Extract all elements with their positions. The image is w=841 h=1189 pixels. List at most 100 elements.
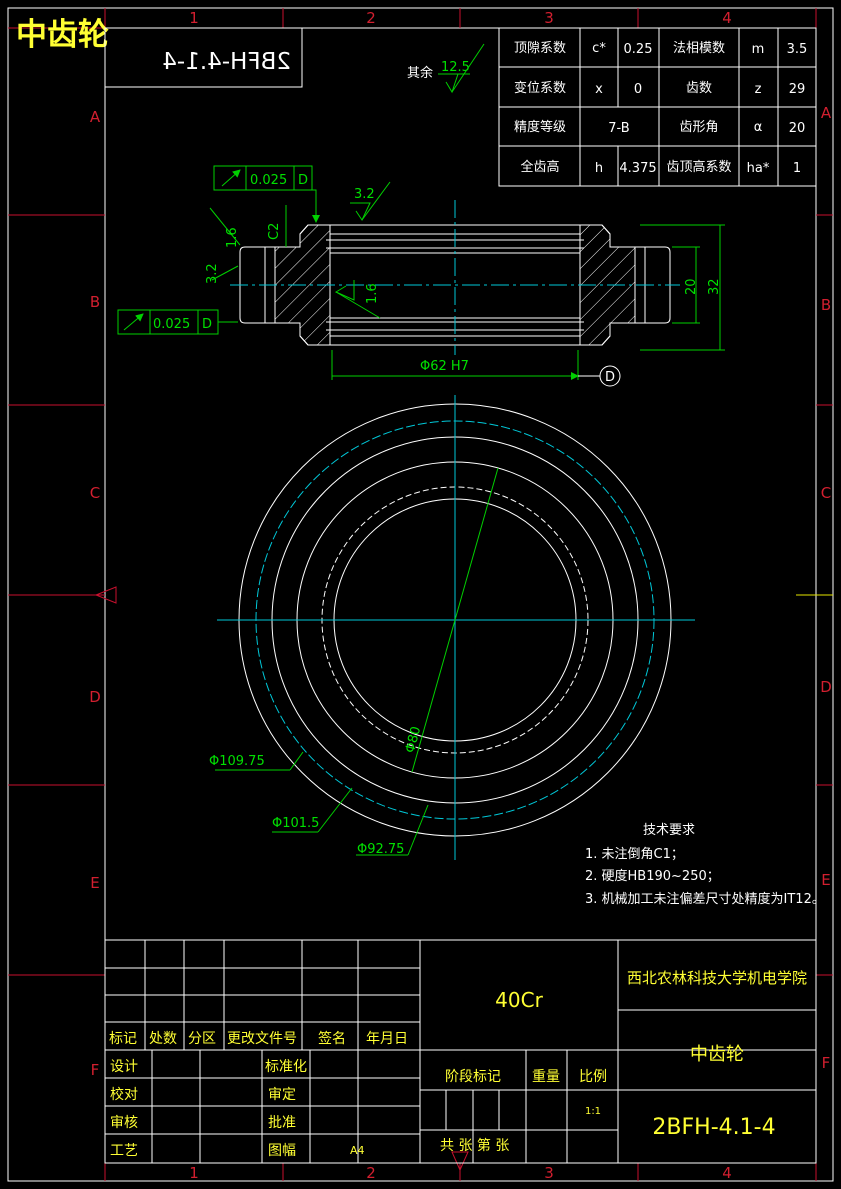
zone-row-c-left: C [90, 484, 100, 502]
title-banner: 中齿轮 [16, 17, 109, 53]
roughness-bore: 1.6 [365, 283, 380, 304]
mirrored-drawing-number: 2BFH-4.1-4 [162, 49, 291, 75]
zone-row-e-right: E [821, 871, 830, 889]
tol-left-value: 0.025 [153, 317, 190, 332]
param-val2-1: 3.5 [787, 42, 808, 57]
svg-text:12.5: 12.5 [441, 60, 470, 75]
param-val-1: 0.25 [624, 42, 653, 57]
param-sym-1: c* [592, 41, 606, 56]
rev-hdr-date: 年月日 [366, 1031, 408, 1047]
zone-row-d-right: D [820, 678, 832, 696]
param-val-2: 0 [634, 82, 642, 97]
section-view [230, 200, 680, 355]
param-val2-4: 1 [793, 161, 801, 176]
param-val-4: 4.375 [619, 161, 656, 176]
rev-hdr-zone: 分区 [188, 1031, 216, 1047]
zone-row-c-right: C [821, 484, 831, 502]
role-review: 审核 [110, 1115, 138, 1131]
dim-d3: Φ92.75 [357, 842, 404, 857]
zone-row-e-left: E [90, 874, 99, 892]
role-check: 校对 [110, 1086, 138, 1103]
zone-row-a-right: A [821, 104, 832, 122]
role-process: 工艺 [110, 1143, 138, 1159]
dim-d1: Φ109.75 [209, 754, 265, 769]
zone-col-3-bottom: 3 [544, 1164, 554, 1182]
tol-left-datum: D [202, 317, 212, 332]
param-name-1: 顶隙系数 [514, 41, 566, 56]
sheet-count: 共 张 第 张 [440, 1137, 509, 1154]
rev-hdr-doc: 更改文件号 [227, 1031, 297, 1047]
weight-label: 重量 [532, 1069, 560, 1085]
width-inner-dim: 20 [684, 278, 699, 295]
rev-hdr-mark: 标记 [109, 1031, 137, 1047]
zone-row-a-left: A [90, 108, 101, 126]
param-sym-2: x [595, 82, 603, 97]
role-approve: 审定 [268, 1087, 296, 1103]
zone-row-b-left: B [90, 293, 100, 311]
role-ratify: 批准 [268, 1115, 296, 1131]
zone-row-f-right: F [822, 1054, 831, 1072]
zone-col-2-bottom: 2 [366, 1164, 376, 1182]
sheet-size-value: A4 [350, 1144, 365, 1157]
material: 40Cr [495, 988, 543, 1012]
param-name-4: 全齿高 [520, 159, 559, 175]
param-sym2-3: α [754, 120, 763, 135]
dim-d2: Φ101.5 [272, 816, 319, 831]
front-view: Φ80 Φ109.75 Φ101.5 Φ92.75 [209, 395, 695, 860]
tech-req-item-1: 1. 未注倒角C1； [585, 847, 684, 862]
tech-req-item-2: 2. 硬度HB190~250； [585, 868, 720, 884]
section-annotations: 0.025 D 0.025 D 3.2 1.6 1.6 3.2 C2 Φ62 H… [117, 165, 725, 387]
rev-hdr-count: 处数 [149, 1031, 177, 1047]
roughness-left: 3.2 [205, 263, 220, 284]
param-sym2-4: ha* [747, 161, 770, 176]
param-val2-2: 29 [789, 82, 806, 97]
rev-hdr-sign: 签名 [318, 1030, 346, 1047]
width-outer-dim: 32 [707, 278, 722, 295]
scale-value: 1:1 [585, 1106, 601, 1117]
school-name: 西北农林科技大学机电学院 [627, 969, 807, 987]
mirrored-number-box [104, 27, 303, 88]
zone-col-1-top: 1 [189, 9, 199, 27]
param-name2-3: 齿形角 [679, 120, 718, 135]
stage-label: 阶段标记 [445, 1069, 501, 1085]
role-design: 设计 [110, 1059, 138, 1075]
param-val-3: 7-B [608, 121, 629, 136]
roughness-left-2: 1.6 [225, 227, 240, 248]
roughness-tooth: 3.2 [354, 187, 375, 202]
param-name2-4: 齿顶高系数 [666, 159, 731, 175]
tol-top-datum: D [298, 173, 308, 188]
param-sym2-2: z [755, 82, 762, 97]
zone-col-4-bottom: 4 [722, 1164, 732, 1182]
param-val2-3: 20 [789, 121, 806, 136]
chamfer-dim: C2 [267, 223, 282, 240]
zone-row-f-left: F [91, 1061, 100, 1079]
title-block: 标记 处数 分区 更改文件号 签名 年月日 设计 校对 审核 工艺 标准化 审定… [104, 939, 817, 1164]
param-sym-4: h [595, 161, 603, 176]
datum-symbol: D [605, 370, 615, 385]
roughness-other: 其余 12.5 [407, 43, 485, 94]
drawing-number: 2BFH-4.1-4 [652, 1115, 775, 1140]
param-name2-2: 齿数 [686, 81, 712, 96]
part-name: 中齿轮 [690, 1044, 744, 1065]
svg-text:其余: 其余 [407, 65, 433, 81]
zone-col-3-top: 3 [544, 9, 554, 27]
zone-row-b-right: B [821, 296, 831, 314]
param-name-3: 精度等级 [514, 119, 566, 135]
role-sheet-size: 图幅 [268, 1143, 296, 1159]
param-name-2: 变位系数 [514, 80, 566, 96]
tech-req-item-3: 3. 机械加工未注偏差尺寸处精度为IT12。 [585, 891, 825, 907]
technical-requirements: 技术要求 1. 未注倒角C1； 2. 硬度HB190~250； 3. 机械加工未… [585, 823, 825, 907]
role-standard: 标准化 [265, 1059, 307, 1075]
zone-col-1-bottom: 1 [189, 1164, 199, 1182]
param-sym2-1: m [752, 42, 765, 57]
bore-dim: Φ62 H7 [420, 359, 469, 374]
parameter-table: 顶隙系数 c* 0.25 法相模数 m 3.5 变位系数 x 0 齿数 z 29… [498, 27, 817, 187]
param-name2-1: 法相模数 [673, 41, 725, 56]
zone-row-d-left: D [89, 688, 101, 706]
zone-grid: 1 2 3 4 1 2 3 4 A B C D E F A B C D E F [8, 8, 833, 1182]
scale-label: 比例 [579, 1069, 607, 1085]
tol-top-value: 0.025 [250, 173, 287, 188]
zone-col-2-top: 2 [366, 9, 376, 27]
tech-req-heading: 技术要求 [643, 823, 695, 838]
